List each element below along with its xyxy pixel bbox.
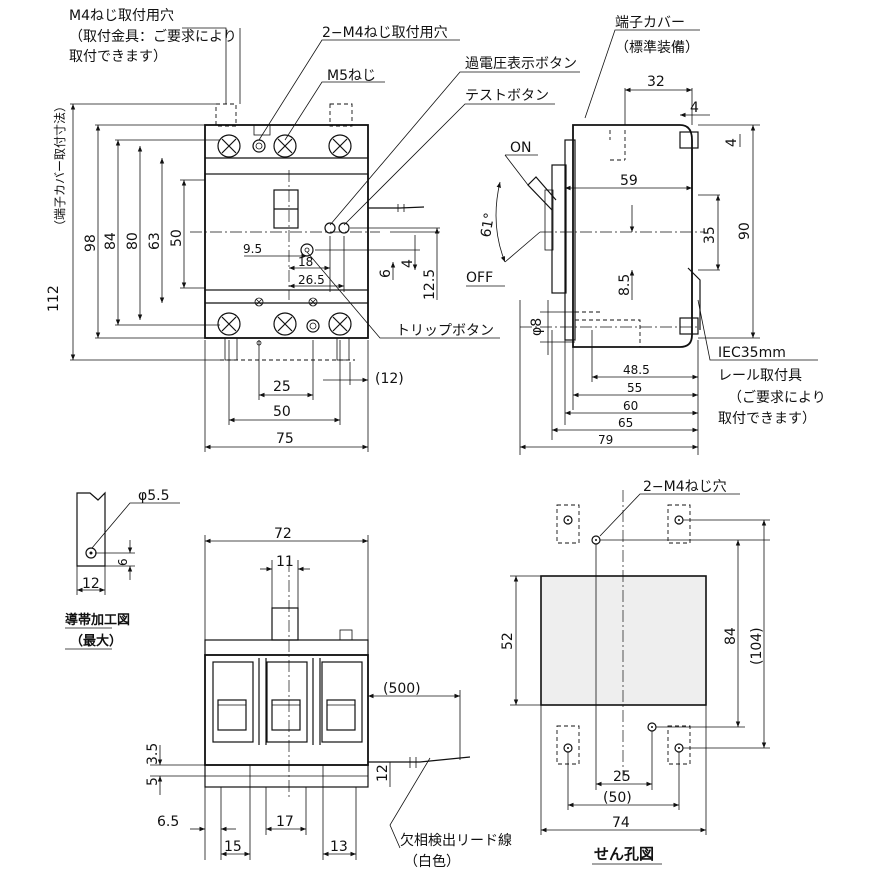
side-dim-60: 60 (623, 399, 638, 413)
dim-84: 84 (103, 232, 119, 250)
drill-diagram: 2−M4ねじ穴 52 84 (104) 25 (50) 74 せん孔図 (500, 479, 770, 865)
side-dim-79: 79 (598, 433, 613, 447)
bottom-dim-13: 13 (330, 839, 348, 855)
busbar-dim-phi5-5: φ5.5 (138, 488, 170, 504)
rail-label-1: IEC35mm (718, 345, 786, 361)
side-dim-48-5: 48.5 (623, 363, 650, 377)
side-dim-4-top: 4 (690, 100, 699, 116)
side-dim-90: 90 (737, 222, 753, 240)
drill-diagram-title: せん孔図 (594, 845, 654, 863)
side-dim-phi8: φ8 (529, 318, 545, 336)
bottom-dim-6-5: 6.5 (157, 814, 179, 830)
overvoltage-button (324, 222, 336, 234)
busbar-outline (76, 491, 106, 567)
side-body (572, 124, 693, 348)
busbar-detail: 12 6 φ5.5 導帯加工図 （最大） (65, 488, 180, 650)
bottom-terminal-screws (217, 312, 352, 336)
test-button-label: テストボタン (465, 88, 549, 104)
rail-label-4: 取付できます） (718, 411, 816, 427)
on-label: ON (510, 140, 532, 156)
busbar-machining-title: 導帯加工図 (65, 612, 130, 628)
dim-26-5: 26.5 (298, 273, 325, 287)
bottom-body (204, 654, 369, 766)
m4-mounting-hole-label: M4ねじ取付用穴 (69, 8, 174, 24)
drill-dim-104: (104) (749, 627, 765, 665)
bottom-view: 72 11 (500) 3.5 5 12 6.5 17 15 13 (145, 526, 512, 869)
drill-dim-84: 84 (723, 627, 739, 645)
two-m4-mounting-hole-label: 2−M4ねじ取付用穴 (322, 25, 448, 41)
bottom-dim-12: 12 (375, 764, 391, 782)
drill-dim-50: (50) (603, 790, 632, 806)
terminal-cover-label: 端子カバー (615, 15, 685, 31)
dim-6: 6 (378, 269, 394, 278)
side-view: 32 4 4 59 35 90 8.5 φ8 61° ON OFF (466, 15, 826, 455)
bottom-terminals (212, 658, 363, 745)
terminal-cover-standard-label: （標準装備） (615, 40, 699, 56)
bottom-dim-72: 72 (274, 526, 292, 542)
phase-detection-lead-color: （白色） (404, 853, 460, 869)
bottom-dim-3-5: 3.5 (145, 743, 161, 765)
m5-screw-label: M5ねじ (327, 68, 376, 84)
side-dim-35: 35 (702, 226, 718, 244)
side-dim-55: 55 (627, 381, 642, 395)
busbar-dim-12: 12 (82, 576, 100, 592)
drill-m4-screw-hole-label: 2−M4ねじ穴 (643, 479, 727, 495)
trip-button-label: トリップボタン (396, 323, 494, 339)
bottom-handle (271, 607, 299, 641)
side-dim-65: 65 (618, 416, 633, 430)
busbar-max-label: （最大） (70, 633, 122, 649)
m4-mounting-note-2: 取付できます） (69, 49, 167, 65)
dim-63: 63 (147, 232, 163, 250)
terminal-cover-mount-note: （端子カバー取付寸法） (53, 100, 67, 232)
dim-12-5: 12.5 (422, 269, 438, 300)
drill-dim-25: 25 (613, 769, 631, 785)
bottom-dim-15: 15 (224, 839, 242, 855)
busbar-dim-6: 6 (116, 558, 130, 566)
rail-label-3: （ご要求により (728, 390, 826, 406)
test-button (338, 222, 350, 234)
bottom-dim-500: (500) (383, 681, 421, 697)
dim-75: 75 (276, 431, 294, 447)
side-dim-8-5: 8.5 (617, 274, 633, 296)
dim-50-bottom: 50 (273, 404, 291, 420)
overvoltage-indicator-label: 過電圧表示ボタン (465, 56, 577, 72)
side-dim-32: 32 (647, 74, 665, 90)
dim-25: 25 (273, 379, 291, 395)
dim-80: 80 (125, 232, 141, 250)
m4-mounting-note-1: （取付金具：ご要求により (69, 29, 237, 45)
dim-18: 18 (298, 255, 313, 269)
dim-4: 4 (400, 259, 416, 268)
dim-9-5: 9.5 (243, 242, 262, 256)
off-label: OFF (466, 270, 493, 286)
drill-cutout (540, 575, 707, 706)
side-dim-4-right: 4 (724, 138, 740, 147)
dim-112: 112 (46, 285, 62, 312)
dim-50: 50 (169, 229, 185, 247)
handle-angle: 61° (478, 211, 498, 238)
dim-98: 98 (83, 234, 99, 252)
drill-dim-52: 52 (500, 632, 516, 650)
bottom-dim-17: 17 (276, 814, 294, 830)
phase-detection-lead-label: 欠相検出リード線 (400, 833, 512, 849)
bottom-dim-11: 11 (276, 554, 294, 570)
front-view: 112 （端子カバー取付寸法） 98 84 80 63 50 9.5 18 26… (46, 8, 580, 452)
rail-label-2: レール取付具 (718, 368, 802, 384)
side-dim-59: 59 (620, 173, 638, 189)
bottom-dim-5: 5 (145, 777, 161, 786)
top-terminal-screws (217, 134, 352, 158)
dim-12-paren: (12) (375, 371, 404, 387)
drill-dim-74: 74 (612, 815, 630, 831)
side-handle (527, 176, 557, 211)
